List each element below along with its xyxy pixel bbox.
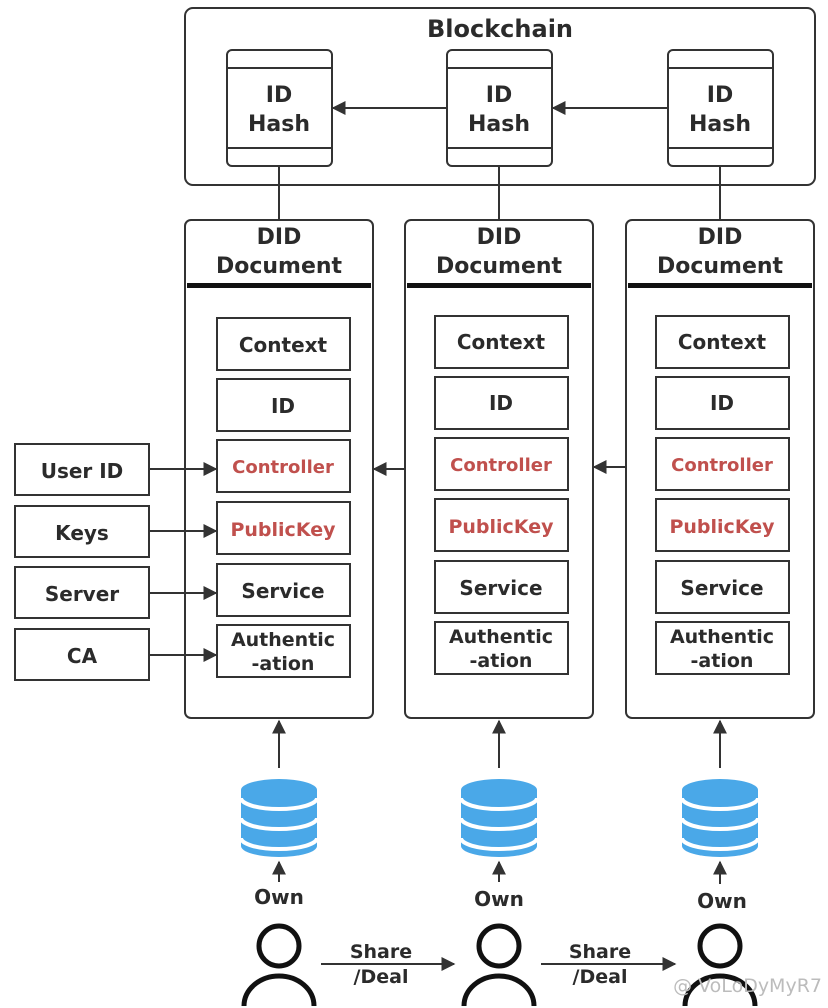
watermark: @ VoLoDyMyR7	[673, 975, 822, 997]
field-label: Controller	[450, 455, 552, 476]
did-document: DID Document Context ID Controller Publi…	[404, 219, 594, 719]
did-document-title: DID	[257, 225, 302, 250]
blockchain-block: ID Hash	[226, 49, 333, 167]
did-document-title: Document	[657, 254, 784, 279]
field-label: ID	[271, 394, 295, 418]
field-controller	[216, 439, 351, 493]
database-icon	[680, 779, 760, 857]
field-label: Controller	[232, 457, 334, 478]
field-label: -ation	[470, 650, 533, 672]
field-id	[655, 376, 790, 430]
field-label: -ation	[252, 653, 315, 675]
input-box-keys: Keys	[14, 505, 150, 558]
field-label: PublicKey	[230, 519, 336, 541]
field-label: Context	[457, 330, 546, 354]
input-box-server: Server	[14, 566, 150, 619]
block-id-label: ID	[707, 83, 733, 108]
field-label: Context	[239, 333, 328, 357]
share-label: Share	[569, 941, 631, 963]
field-label: PublicKey	[448, 516, 554, 538]
blockchain-title: Blockchain	[427, 15, 573, 43]
field-label: Authentic	[449, 626, 553, 648]
field-id	[216, 378, 351, 432]
field-service	[434, 560, 569, 614]
did-document-title: DID	[477, 225, 522, 250]
field-controller	[655, 437, 790, 491]
own-label: Own	[474, 887, 524, 911]
field-label: ID	[489, 391, 513, 415]
share-label: Share	[350, 941, 412, 963]
person-icon	[241, 923, 317, 1007]
field-context	[434, 315, 569, 369]
field-publickey	[655, 498, 790, 552]
input-box-ca: CA	[14, 628, 150, 681]
person-icon	[682, 923, 758, 1007]
block-id-label: ID	[486, 83, 512, 108]
field-label: Service	[459, 576, 542, 600]
deal-label: /Deal	[573, 966, 628, 988]
input-label: Server	[45, 582, 119, 606]
field-publickey	[434, 498, 569, 552]
did-document-title: Document	[216, 254, 343, 279]
deal-label: /Deal	[354, 966, 409, 988]
database-icon	[459, 779, 539, 857]
block-hash-label: Hash	[468, 112, 530, 137]
field-label: ID	[710, 391, 734, 415]
did-document: DID Document Context ID Controller Publi…	[184, 219, 374, 719]
field-label: Authentic	[670, 626, 774, 648]
field-authentication	[216, 624, 351, 678]
blockchain-block: ID Hash	[446, 49, 553, 167]
field-label: PublicKey	[669, 516, 775, 538]
person-icon	[461, 923, 537, 1007]
database-icon	[239, 779, 319, 857]
block-hash-label: Hash	[248, 112, 310, 137]
did-document-title: DID	[698, 225, 743, 250]
own-label: Own	[254, 885, 304, 909]
field-context	[216, 317, 351, 371]
field-label: Controller	[671, 455, 773, 476]
field-service	[655, 560, 790, 614]
field-id	[434, 376, 569, 430]
did-document: DID Document Context ID Controller Publi…	[625, 219, 815, 719]
field-authentication	[655, 621, 790, 675]
block-hash-label: Hash	[689, 112, 751, 137]
block-id-label: ID	[266, 83, 292, 108]
input-box-user-id: User ID	[14, 443, 150, 496]
field-context	[655, 315, 790, 369]
field-controller	[434, 437, 569, 491]
field-label: Context	[678, 330, 767, 354]
input-label: Keys	[55, 521, 109, 545]
field-label: -ation	[691, 650, 754, 672]
did-document-title: Document	[436, 254, 563, 279]
field-authentication	[434, 621, 569, 675]
blockchain-block: ID Hash	[667, 49, 774, 167]
field-label: Service	[680, 576, 763, 600]
field-service	[216, 563, 351, 617]
input-label: CA	[67, 644, 98, 668]
field-label: Authentic	[231, 629, 335, 651]
own-label: Own	[697, 889, 747, 913]
input-label: User ID	[41, 459, 124, 483]
field-label: Service	[241, 579, 324, 603]
